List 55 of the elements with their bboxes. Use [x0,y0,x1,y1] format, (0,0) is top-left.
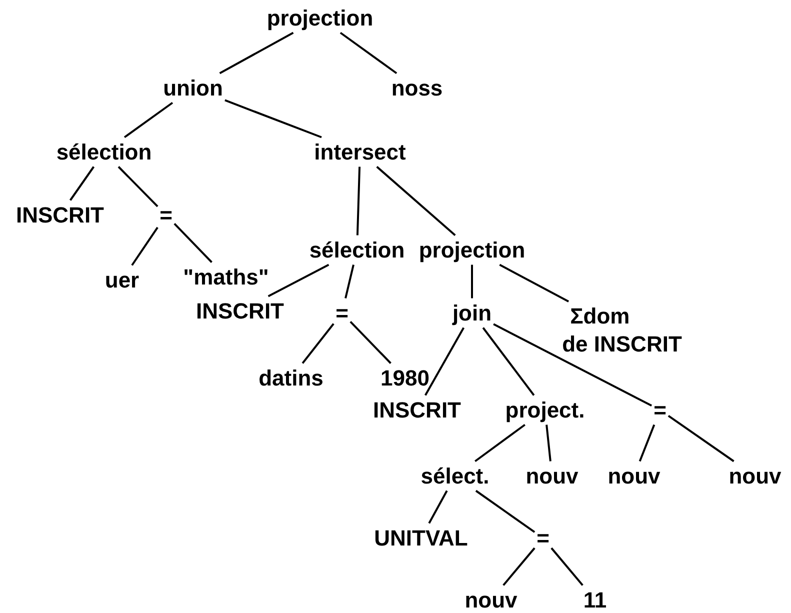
tree-line [131,226,158,266]
tree-line [224,99,322,138]
tree-line [550,547,584,586]
tree-line [340,32,398,74]
tree-line [546,424,552,462]
node-label: sélection [56,138,152,166]
tree-line [499,264,570,302]
tree-line [502,547,536,586]
node-label: projection [266,4,374,32]
node-label: = [654,396,666,424]
tree-line [424,327,464,396]
node-label: nouv [728,462,782,490]
node-label: 11 [583,586,607,613]
tree-line [69,166,95,201]
node-label: = [336,299,348,327]
node-label: UNITVAL [374,524,468,552]
tree-line [118,166,158,208]
node-label: nouv [526,462,578,490]
tree-line [350,321,392,364]
node-label: = [536,524,550,552]
tree-line [482,327,535,396]
tree-line [356,166,361,236]
node-label: intersect [314,138,406,166]
node-label: 1980 [380,364,430,392]
tree-line [376,166,456,236]
node-label: nouv [608,462,660,490]
tree-line [174,223,212,263]
node-label: project. [505,396,585,424]
tree-line [219,32,294,74]
node-label: INSCRIT [16,201,104,229]
node-label: join [452,299,492,327]
tree-line [668,415,734,462]
tree-line [471,264,473,298]
node-label: datins [258,364,324,392]
node-label: INSCRIT [373,396,461,424]
node-label: uer [104,266,140,294]
node-label: noss [391,74,443,102]
node-label: projection [418,236,526,264]
node-label: INSCRIT [196,297,284,325]
tree-line [428,490,448,524]
node-label: sélection [309,236,405,264]
tree-line [638,424,656,462]
tree-line [302,323,334,364]
tree-line [268,264,330,298]
tree-line [124,102,174,138]
node-label: Σdom de INSCRIT [562,302,682,358]
node-label: union [163,74,223,102]
tree-line [475,490,536,533]
tree-line [344,264,354,298]
tree-line [493,323,652,407]
node-label: = [160,201,172,229]
node-label: sélect. [420,462,490,490]
node-label: nouv [464,586,518,613]
node-label: "maths" [183,263,269,291]
tree-line [474,424,526,462]
